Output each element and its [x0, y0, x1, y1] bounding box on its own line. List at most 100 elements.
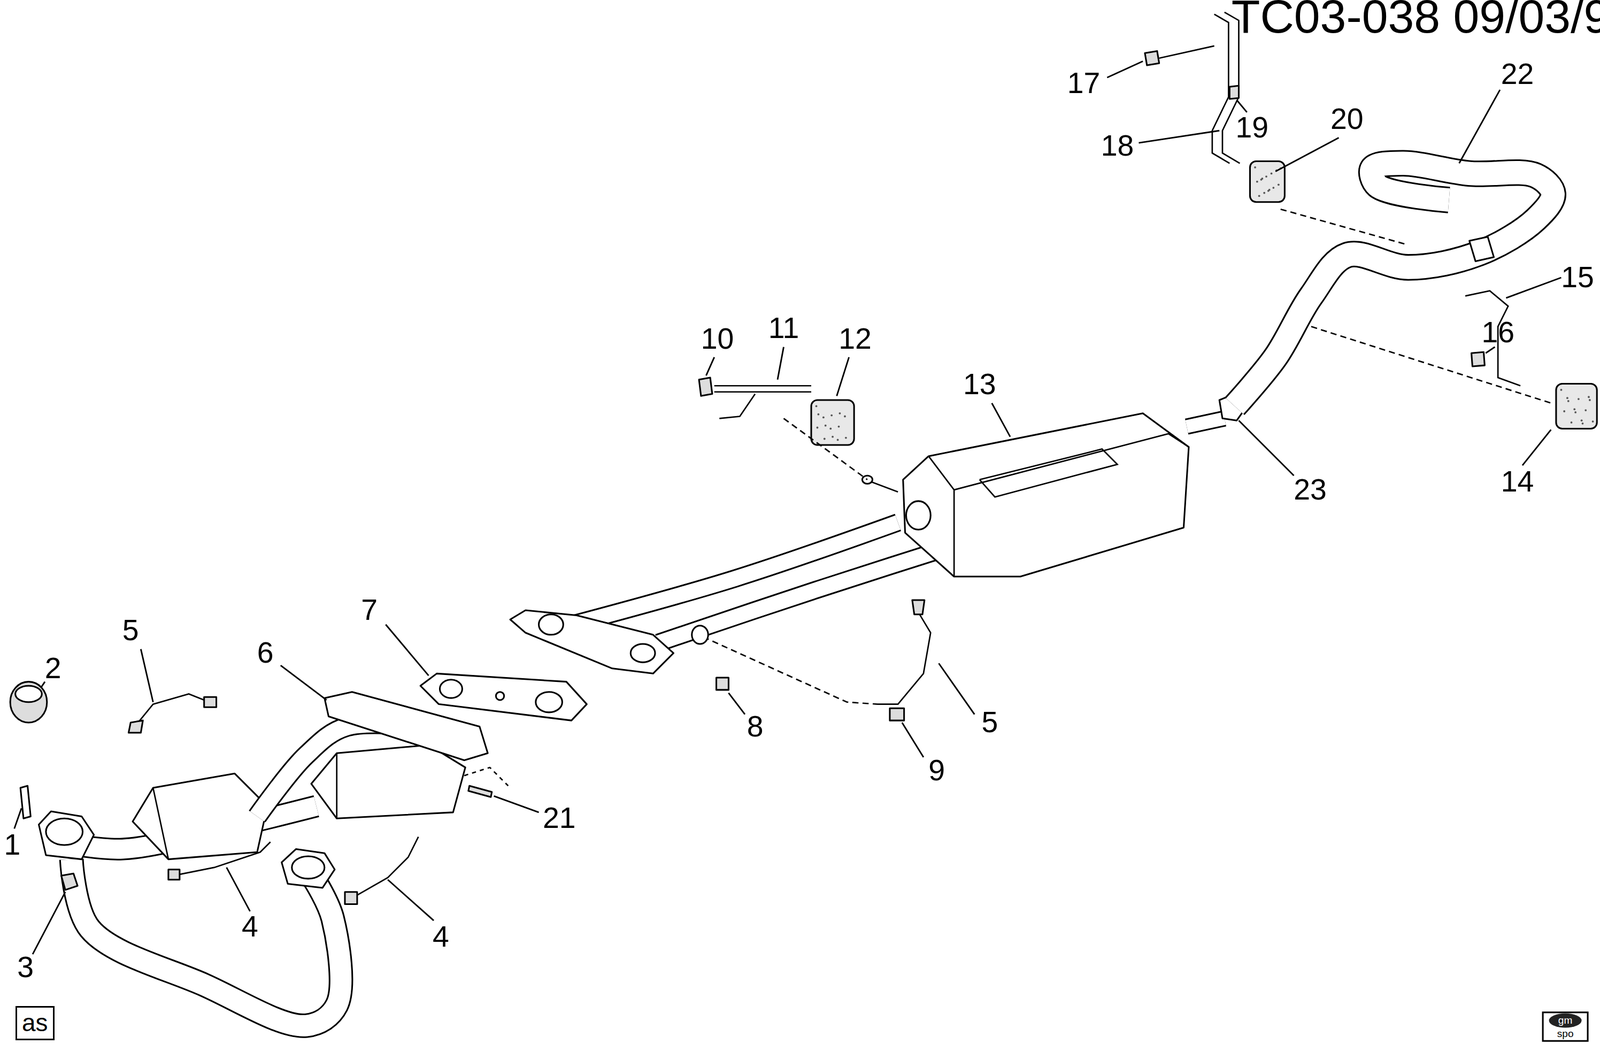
rubber-insulator — [1580, 419, 1583, 422]
pipe-opening — [291, 856, 325, 879]
bolt-path — [464, 767, 509, 786]
rubber-insulator — [839, 412, 842, 415]
leader-line — [387, 879, 434, 921]
rubber-insulator — [836, 438, 840, 441]
nut — [698, 377, 713, 396]
sensor-wire — [173, 841, 271, 876]
hanger-rod — [714, 390, 812, 393]
callout-number: 1 — [4, 829, 21, 860]
rubber-insulator — [1560, 388, 1563, 391]
rubber-insulator — [1277, 183, 1280, 186]
callout-number: 13 — [963, 370, 997, 400]
rubber-insulator — [1263, 191, 1266, 195]
leader-line — [728, 693, 745, 715]
callout-number: 3 — [17, 952, 34, 982]
sensor — [889, 708, 905, 721]
callout-number: 17 — [1067, 68, 1101, 99]
callout-number: 23 — [1293, 474, 1327, 505]
muffler-edge — [954, 433, 1189, 490]
leader-line — [777, 347, 784, 380]
box-label: as — [21, 1009, 48, 1037]
rubber-insulator — [1574, 411, 1577, 414]
nut — [716, 677, 729, 690]
callout-number: 16 — [1481, 317, 1515, 348]
leader-line — [1275, 137, 1339, 172]
sensor-wire — [877, 612, 931, 705]
rubber-insulator — [817, 413, 820, 416]
muffler-rib — [979, 449, 1118, 498]
leader-line — [1485, 347, 1495, 353]
rubber-insulator — [1567, 400, 1570, 403]
callout-number: 7 — [360, 595, 378, 625]
callout-number: 22 — [1501, 59, 1535, 90]
leader-line — [991, 403, 1011, 437]
sensor-boss — [691, 625, 709, 644]
rubber-insulator — [1591, 420, 1595, 423]
rubber-insulator — [1581, 422, 1584, 425]
bolt — [1144, 50, 1160, 66]
leader-line — [1106, 60, 1143, 78]
muffler-outlet — [1186, 418, 1225, 427]
catalytic-converter — [132, 773, 268, 859]
gasket-hole — [535, 691, 563, 713]
muffler-outlet — [1186, 418, 1225, 427]
drawing-id: TC03-038 09/03/99 — [1231, 0, 1600, 41]
callout-number: 6 — [257, 638, 274, 668]
leader-line — [1138, 130, 1220, 143]
rubber-insulator — [1254, 166, 1257, 169]
converter-seam — [152, 787, 169, 860]
rubber-insulator — [822, 416, 825, 419]
leader-line — [902, 722, 924, 758]
nut — [61, 873, 79, 890]
flange-hole — [539, 614, 564, 635]
rubber-insulator — [831, 435, 834, 438]
leader-line — [1505, 277, 1561, 298]
leader-line — [280, 665, 327, 700]
flange-hole — [630, 643, 656, 663]
label-box: as — [15, 1005, 55, 1041]
rubber-insulator — [844, 436, 848, 440]
muffler-edge — [928, 456, 955, 577]
bolt-shank — [1159, 45, 1215, 59]
leader-line — [32, 891, 66, 955]
leader-line — [40, 681, 45, 688]
logo-text: gm — [1558, 1015, 1573, 1026]
leader-line — [14, 808, 22, 829]
rubber-insulator — [1258, 194, 1261, 197]
rubber-insulator — [824, 424, 827, 427]
alignment-line — [1311, 326, 1551, 404]
leader-line — [1236, 100, 1248, 113]
callout-number: 20 — [1330, 104, 1364, 135]
rubber-insulator — [1270, 172, 1273, 175]
rubber-insulator — [811, 400, 855, 445]
nut — [1229, 85, 1239, 99]
rubber-insulator — [823, 437, 826, 441]
sensor — [168, 869, 180, 880]
bolt — [468, 785, 492, 797]
hanger-bracket — [719, 394, 756, 419]
catalytic-converter — [311, 744, 466, 819]
seal-top — [15, 685, 43, 703]
rubber-insulator — [1577, 397, 1580, 400]
rubber-insulator — [1260, 178, 1263, 181]
hanger-plate — [1469, 236, 1495, 262]
logo-oval — [1549, 1013, 1582, 1028]
callout-number: 8 — [747, 711, 764, 742]
leader-line — [494, 795, 540, 813]
rubber-insulator — [1584, 409, 1587, 412]
converter-seam — [335, 752, 338, 819]
hanger-bracket — [1212, 14, 1230, 164]
sensor — [344, 891, 358, 905]
seal — [10, 681, 48, 723]
rubber-insulator — [1563, 410, 1566, 413]
rubber-insulator — [1573, 408, 1576, 411]
flange — [39, 811, 95, 860]
leader-line — [705, 357, 714, 376]
nut — [1471, 351, 1486, 367]
gasket-hole — [439, 679, 463, 698]
rubber-insulator — [1587, 395, 1590, 398]
callout-number: 19 — [1235, 112, 1269, 143]
rubber-insulator — [1265, 175, 1268, 178]
rubber-insulator — [837, 425, 841, 428]
leader-line — [836, 357, 850, 397]
